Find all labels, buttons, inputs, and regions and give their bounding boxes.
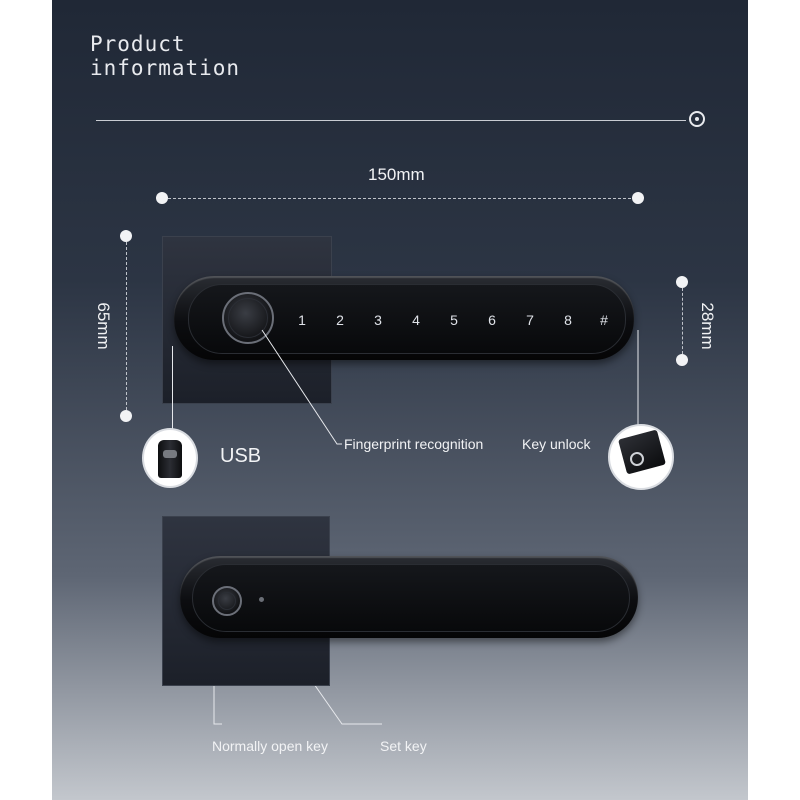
height-dim-line xyxy=(126,242,127,410)
fingerprint-sensor-icon xyxy=(222,292,274,344)
set-key-pinhole xyxy=(259,597,264,602)
fingerprint-leader xyxy=(213,329,639,725)
width-dim-start-dot xyxy=(156,192,168,204)
header-rule xyxy=(96,120,686,121)
title-line-1: Product xyxy=(90,32,186,56)
keypad-key-6: 6 xyxy=(488,312,496,328)
width-dim-end-dot xyxy=(632,192,644,204)
usb-label: USB xyxy=(220,445,262,467)
page-title: Product information xyxy=(90,32,240,80)
target-icon xyxy=(689,111,705,127)
product-panel: Product information 150mm 65mm 28mm 1 2 … xyxy=(52,0,748,800)
usb-leader xyxy=(172,346,173,430)
height-dim-top-dot xyxy=(120,230,132,242)
key-unlock-inset xyxy=(608,424,674,490)
key-slot xyxy=(630,452,644,466)
normally-open-key-label: Normally open key xyxy=(212,738,328,754)
depth-dim-top-dot xyxy=(676,276,688,288)
keypad-key-3: 3 xyxy=(374,312,382,328)
key-unlock-label: Key unlock xyxy=(522,436,591,452)
bottom-handle-panel xyxy=(192,564,630,632)
depth-dim-bottom-dot xyxy=(676,354,688,366)
depth-dim-line xyxy=(682,288,683,354)
fingerprint-label: Fingerprint recognition xyxy=(344,436,484,452)
usb-inset xyxy=(142,428,198,488)
keypad-key-hash: # xyxy=(600,312,608,328)
usb-plug-icon xyxy=(158,440,182,478)
keypad-key-4: 4 xyxy=(412,312,420,328)
height-dim-bottom-dot xyxy=(120,410,132,422)
title-line-2: information xyxy=(90,56,241,80)
set-key-label: Set key xyxy=(380,738,427,754)
key-cylinder-icon xyxy=(618,429,666,475)
keypad-key-2: 2 xyxy=(336,312,344,328)
keypad-key-5: 5 xyxy=(450,312,458,328)
width-dim-line xyxy=(168,198,636,199)
normally-open-key-button xyxy=(212,586,242,616)
keypad-key-1: 1 xyxy=(298,312,306,328)
usb-port xyxy=(163,450,177,458)
width-dim-label: 150mm xyxy=(368,165,425,184)
keypad-key-7: 7 xyxy=(526,312,534,328)
keypad-key-8: 8 xyxy=(564,312,572,328)
